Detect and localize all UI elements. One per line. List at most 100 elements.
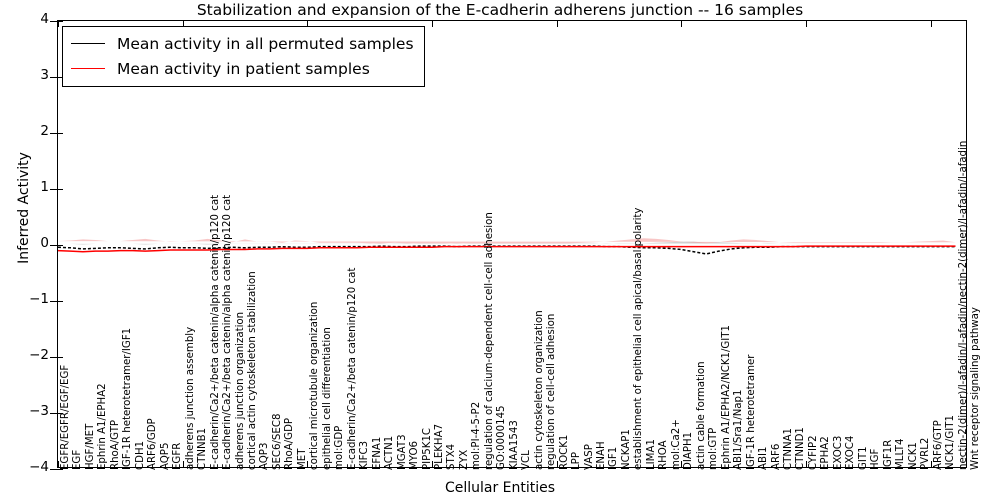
x-tick-label: regulation of cell-cell adhesion bbox=[546, 313, 558, 470]
x-tick-label: PIP5K1C bbox=[421, 427, 433, 470]
x-tick-label: ROCK1 bbox=[558, 434, 570, 470]
x-tick-label: MGAT3 bbox=[396, 434, 408, 470]
x-tick-label: VASP bbox=[583, 444, 595, 470]
y-tick-mark-inner bbox=[58, 189, 63, 190]
y-tick-mark bbox=[50, 301, 58, 302]
x-tick-label: NCK1 bbox=[907, 442, 919, 470]
x-tick-label: MYO6 bbox=[409, 441, 421, 470]
x-tick-label: Wnt receptor signaling pathway bbox=[970, 307, 981, 470]
x-tick-label: epithelial cell differentiation bbox=[321, 327, 333, 470]
x-tick-mark bbox=[681, 461, 683, 467]
x-tick-label: actin cytoskeleton organization bbox=[533, 310, 545, 470]
x-tick-label: RhoA/GDP bbox=[284, 417, 296, 470]
data-plot bbox=[58, 238, 956, 255]
x-tick-mark bbox=[182, 21, 184, 27]
x-tick-label: mol:PI-4-5-P2 bbox=[471, 401, 483, 470]
x-tick-label: cortical actin cytoskeleton stabilizatio… bbox=[246, 271, 258, 470]
x-tick-label: regulation of calcium-dependent cell-cel… bbox=[483, 212, 495, 470]
x-tick-label: EGFR bbox=[172, 442, 184, 470]
x-tick-label: actin cable formation bbox=[695, 361, 707, 470]
y-tick-mark-inner bbox=[58, 357, 63, 358]
x-tick-mark bbox=[805, 21, 807, 27]
x-tick-label: RhoA/GTP bbox=[109, 419, 121, 470]
y-tick-mark-inner bbox=[58, 469, 63, 470]
x-tick-mark bbox=[431, 461, 433, 467]
x-tick-label: cortical microtubule organization bbox=[309, 301, 321, 470]
x-tick-label: HGF/MET bbox=[84, 423, 96, 470]
x-tick-label: HGF bbox=[870, 448, 882, 470]
x-tick-mark bbox=[307, 21, 309, 27]
x-tick-label: Ephrin A1/EPHA2 bbox=[97, 383, 109, 470]
x-tick-label: ARF6 bbox=[770, 443, 782, 470]
x-tick-label: ENAH bbox=[596, 441, 608, 470]
x-tick-label: NCK1/GIT1 bbox=[945, 415, 957, 470]
y-tick-mark bbox=[50, 21, 58, 22]
plot-axes bbox=[50, 20, 967, 470]
x-tick-mark bbox=[805, 461, 807, 467]
x-tick-label: mol:GTP bbox=[708, 427, 720, 470]
chart-legend: Mean activity in all permuted samples Me… bbox=[62, 26, 425, 87]
y-tick-label: −4 bbox=[29, 459, 49, 475]
x-tick-label: CDH1 bbox=[134, 440, 146, 470]
x-tick-label: E-cadherin/Ca2+/beta catenin/alpha caten… bbox=[222, 194, 234, 470]
x-tick-mark bbox=[930, 461, 932, 467]
y-tick-mark-inner bbox=[58, 21, 63, 22]
y-tick-label: −1 bbox=[29, 291, 49, 307]
x-tick-label: IGF1R bbox=[882, 439, 894, 470]
y-tick-mark bbox=[50, 245, 58, 246]
legend-swatch-patient-line bbox=[71, 68, 105, 69]
x-tick-label: LIMA1 bbox=[645, 439, 657, 470]
x-tick-label: mol:GDP bbox=[334, 425, 346, 470]
x-tick-label: nectin-2(dimer)/l-afadin/l-afadin/nectin… bbox=[957, 140, 969, 470]
y-tick-mark bbox=[50, 357, 58, 358]
legend-label-patient: Mean activity in patient samples bbox=[117, 59, 370, 78]
x-tick-label: ARF6/GDP bbox=[147, 418, 159, 470]
confidence-band bbox=[58, 241, 956, 245]
y-tick-label: 2 bbox=[40, 123, 49, 139]
x-tick-label: IGF1 bbox=[608, 446, 620, 470]
plot-area bbox=[58, 21, 966, 467]
x-tick-mark bbox=[58, 21, 59, 27]
x-tick-label: EFNA1 bbox=[371, 436, 383, 470]
series-line bbox=[58, 245, 956, 253]
x-tick-label: RHOA bbox=[658, 440, 670, 470]
x-tick-label: MLLT4 bbox=[895, 438, 907, 470]
x-tick-label: SEC6/SEC8 bbox=[271, 413, 283, 470]
x-tick-label: NCKAP1 bbox=[620, 429, 632, 470]
x-tick-mark bbox=[556, 461, 558, 467]
confidence-band bbox=[58, 238, 956, 244]
x-tick-mark bbox=[431, 21, 433, 27]
legend-entry-permuted: Mean activity in all permuted samples bbox=[71, 31, 414, 56]
y-tick-label: 0 bbox=[40, 235, 49, 251]
x-tick-label: ARF6/GTP bbox=[932, 420, 944, 470]
x-tick-label: establishment of epithelial cell apical/… bbox=[633, 207, 645, 470]
y-tick-label: 4 bbox=[40, 11, 49, 27]
x-tick-label: EXOC3 bbox=[832, 435, 844, 470]
x-tick-label: Ephrin A1/EPHA2/NCK1/GIT1 bbox=[720, 324, 732, 470]
y-tick-mark bbox=[50, 133, 58, 134]
x-tick-label: ZYX bbox=[458, 449, 470, 470]
x-tick-label: EGF bbox=[72, 449, 84, 470]
y-tick-label: 3 bbox=[40, 67, 49, 83]
x-tick-label: KIFC3 bbox=[359, 440, 371, 470]
x-tick-label: STX4 bbox=[446, 443, 458, 470]
chart-title: Stabilization and expansion of the E-cad… bbox=[196, 1, 804, 19]
x-tick-mark bbox=[307, 461, 309, 467]
x-tick-label: adherens junction assembly bbox=[184, 326, 196, 470]
x-tick-mark bbox=[182, 461, 184, 467]
y-tick-mark-inner bbox=[58, 413, 63, 414]
x-tick-label: ACTN1 bbox=[384, 435, 396, 470]
y-tick-mark-inner bbox=[58, 133, 63, 134]
x-tick-label: ABI1/Sra1/Nap1 bbox=[733, 389, 745, 470]
y-tick-mark-inner bbox=[58, 77, 63, 78]
x-tick-mark bbox=[930, 21, 932, 27]
y-tick-mark bbox=[50, 77, 58, 78]
x-tick-label: EGFR/EGFR/EGF/EGF bbox=[60, 364, 71, 470]
x-tick-label: E-cadherin/Ca2+/beta catenin/p120 cat bbox=[346, 267, 358, 470]
legend-swatch-permuted-line bbox=[71, 43, 105, 44]
x-tick-label: MET bbox=[296, 448, 308, 470]
x-tick-label: GO:0000145 bbox=[496, 405, 508, 470]
legend-label-permuted: Mean activity in all permuted samples bbox=[117, 34, 414, 53]
x-tick-label: IGF-1R heterotetramer/IGF1 bbox=[122, 327, 134, 470]
y-tick-mark bbox=[50, 469, 58, 470]
